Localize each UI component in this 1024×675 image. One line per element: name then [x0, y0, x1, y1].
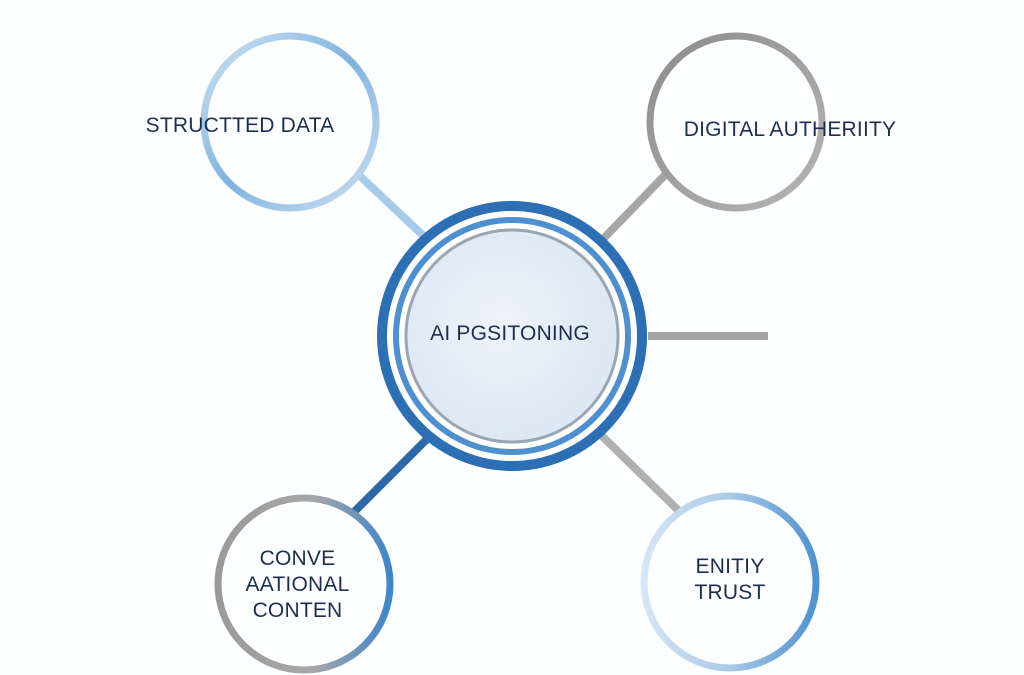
node-digital-authority-ring: [646, 32, 826, 212]
center-label: AI PGSITONING: [410, 312, 610, 356]
center-inner-ring: [404, 228, 620, 444]
connector-top-right: [596, 166, 674, 246]
node-entity-trust-label: ENITIY TRUST: [660, 545, 800, 615]
node-digital-authority-label: DIGITAL AUTHERIITY: [660, 112, 920, 148]
connector-top-left: [356, 172, 434, 246]
node-structured-data-text: STRUCTTED DATA: [145, 113, 335, 137]
center-label-text: AI PGSITONING: [430, 321, 590, 345]
node-entity-trust-line-1: ENITIY: [695, 554, 765, 578]
node-conversational-content-line-2: AATIONAL: [245, 572, 350, 596]
node-structured-data-ring: [200, 32, 380, 212]
node-conversational-content-ring: [214, 494, 394, 674]
connector-bottom-left: [346, 432, 434, 520]
node-structured-data-label: STRUCTTED DATA: [120, 108, 360, 144]
node-conversational-content-label: CONVE AATIONAL CONTEN: [215, 535, 380, 635]
node-conversational-content-line-1: CONVE: [259, 546, 336, 570]
node-conversational-content-line-3: CONTEN: [252, 599, 343, 623]
node-digital-authority-text: DIGITAL AUTHERIITY: [683, 117, 897, 141]
node-entity-trust-ring: [640, 492, 820, 672]
connector-bottom-right: [598, 432, 686, 518]
node-entity-trust-line-2: TRUST: [694, 581, 766, 604]
